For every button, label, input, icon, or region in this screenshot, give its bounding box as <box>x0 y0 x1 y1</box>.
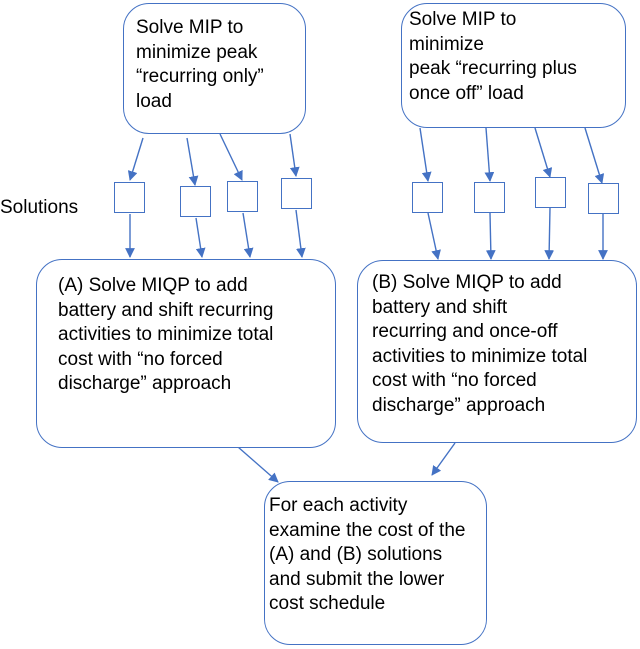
arrow-sol4-a <box>295 209 306 258</box>
arrow-tl-sol4 <box>289 133 300 177</box>
solution-box <box>474 182 505 213</box>
box-text-line: cost with “no forced <box>372 370 537 391</box>
arrow-sol1-b <box>427 212 441 260</box>
solution-box <box>180 186 211 217</box>
box-text-line: battery and shift <box>372 296 508 318</box>
box-text-line: battery and shift recurring <box>58 299 274 321</box>
solution-box <box>281 178 312 209</box>
box-text-line: (B) Solve MIQP to add <box>372 272 562 293</box>
box-text-line: examine the cost of the <box>269 519 466 541</box>
box-text-line: discharge” approach <box>372 394 546 416</box>
box-text-line: Solve MIP to <box>409 9 517 30</box>
arrow-tr-sol1 <box>419 127 432 182</box>
box-text-line: minimize peak <box>136 41 258 63</box>
box-text-line: Solve MIP to <box>136 17 244 38</box>
box-text-line: “recurring only” <box>136 66 264 87</box>
solution-box <box>227 181 258 212</box>
box-text-line: recurring and once-off <box>372 321 558 342</box>
miqp-a-box: (A) Solve MIQP to add battery and shift … <box>36 259 336 448</box>
box-text-line: activities to minimize total <box>372 345 588 367</box>
box-text-line: and submit the lower <box>269 568 445 590</box>
arrow-tl-sol1 <box>127 137 144 181</box>
miqp-b-box: (B) Solve MIQP to add battery and shift … <box>357 260 637 443</box>
box-text-line: cost with “no forced <box>58 348 223 370</box>
solution-box <box>535 177 566 208</box>
box-text-line: once off” load <box>409 82 524 104</box>
arrow-a-final <box>237 446 279 483</box>
box-text-line: load <box>136 90 172 112</box>
arrow-b-final <box>431 442 456 476</box>
mip-recurring-plus-once-off-box: Solve MIP to minimize peak “recurring pl… <box>401 3 626 128</box>
box-text-line: cost schedule <box>269 593 386 614</box>
arrow-tr-sol4 <box>584 127 605 184</box>
arrow-tl-sol3 <box>219 133 243 181</box>
arrow-tl-sol2 <box>186 137 199 186</box>
arrow-sol2-a <box>195 217 206 258</box>
box-text-line: peak “recurring plus <box>409 58 577 79</box>
mip-recurring-only-box: Solve MIP to minimize peak “recurring on… <box>123 3 306 134</box>
solution-box <box>412 182 443 213</box>
box-text-line: (A) Solve MIQP to add <box>58 275 248 296</box>
box-text-line: (A) and (B) solutions <box>269 544 443 565</box>
solutions-label: Solutions <box>0 197 79 218</box>
arrow-sol2-b <box>485 212 496 260</box>
compare-and-submit-box: For each activity examine the cost of th… <box>264 481 487 645</box>
box-text-line: discharge” approach <box>58 373 232 394</box>
solution-box <box>114 182 145 213</box>
arrow-sol3-b <box>544 207 555 260</box>
arrow-tr-sol2 <box>484 127 495 182</box>
box-text-line: minimize <box>409 33 484 55</box>
box-text-line: For each activity <box>269 495 408 516</box>
solution-box <box>588 183 619 214</box>
box-text-line: activities to minimize total <box>58 324 274 345</box>
arrow-tr-sol3 <box>534 127 553 178</box>
arrow-sol3-a <box>242 212 254 258</box>
